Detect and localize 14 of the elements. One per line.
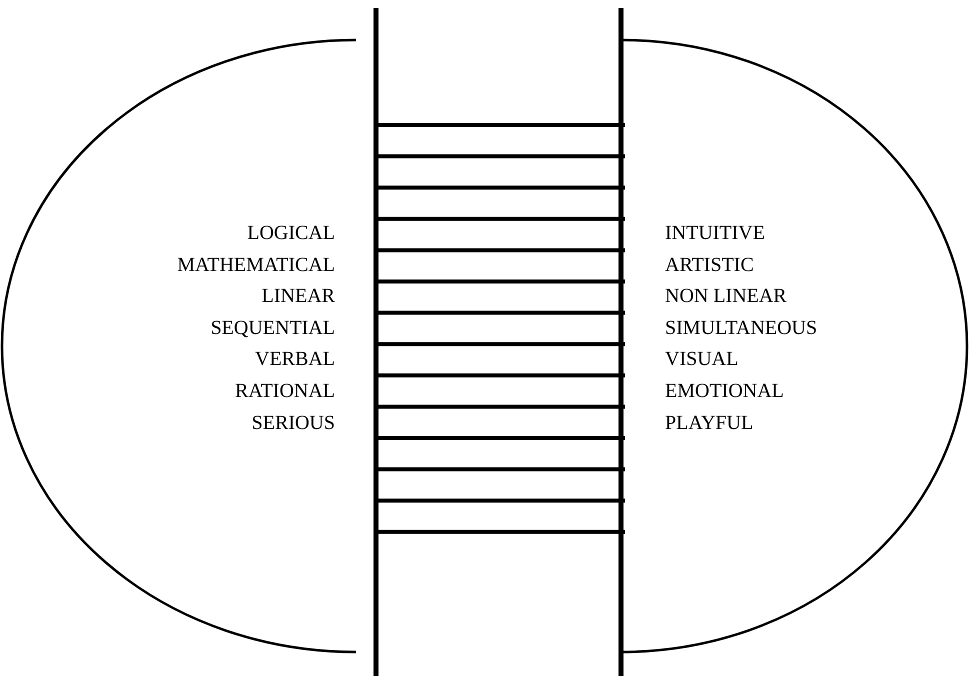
trait-label: SEQUENTIAL: [210, 316, 335, 341]
trait-label: SIMULTANEOUS: [665, 316, 818, 341]
trait-label: LOGICAL: [247, 221, 335, 246]
trait-label: SERIOUS: [252, 410, 335, 436]
trait-label: VERBAL: [255, 347, 335, 372]
trait-label: RATIONAL: [235, 378, 335, 404]
trait-label: VISUAL: [665, 347, 738, 372]
trait-label: ARTISTIC: [665, 252, 754, 278]
trait-label: INTUITIVE: [665, 221, 765, 246]
trait-label: NON LINEAR: [665, 284, 787, 310]
trait-label: LINEAR: [262, 284, 335, 310]
trait-label: MATHEMATICAL: [177, 252, 335, 278]
trait-label: EMOTIONAL: [665, 378, 784, 404]
trait-label: PLAYFUL: [665, 410, 754, 436]
